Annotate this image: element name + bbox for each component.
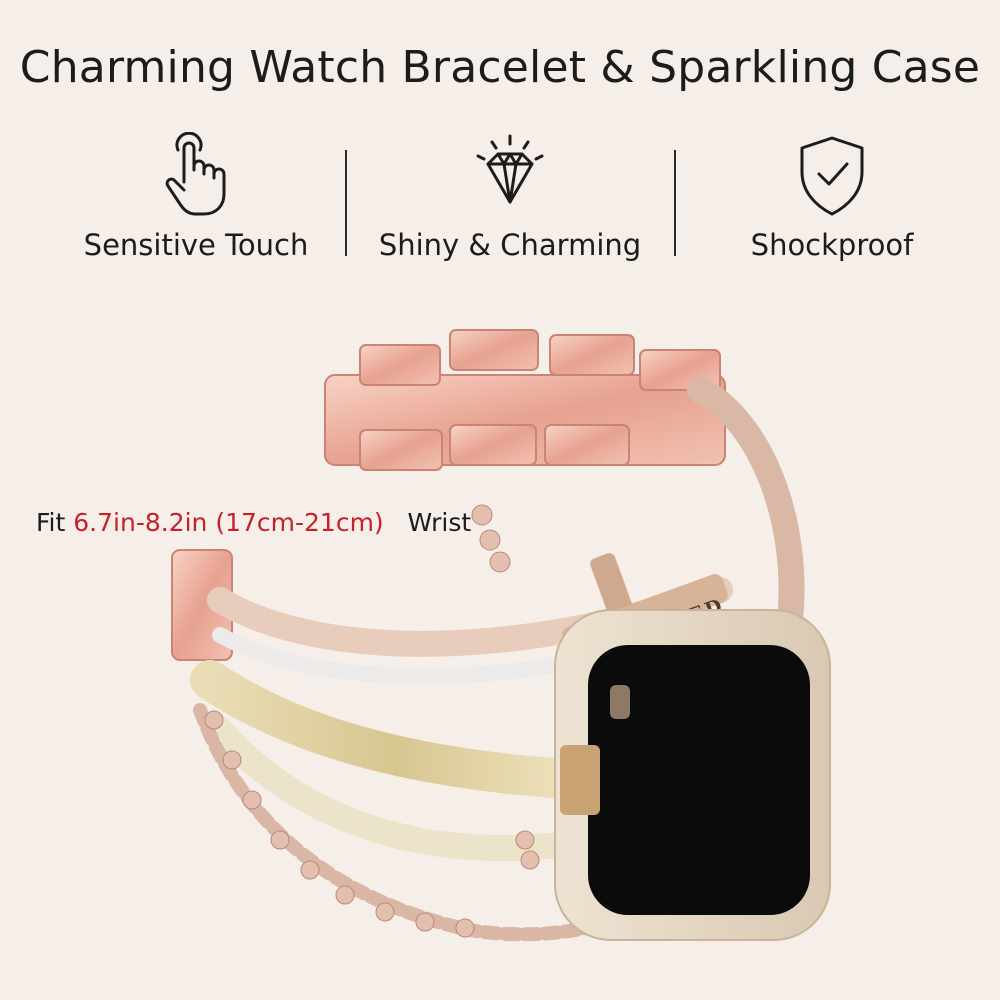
touch-finger-icon	[165, 132, 226, 216]
feature-label: Sensitive Touch	[83, 228, 309, 262]
divider	[674, 150, 676, 256]
wrist-fit-info: Fit 6.7in-8.2in (17cm-21cm) Wrist	[36, 508, 471, 537]
metal-links	[324, 329, 726, 471]
feature-label: Shockproof	[750, 228, 914, 262]
band-strands	[190, 377, 805, 942]
shield-check-icon	[800, 136, 864, 216]
diamond-icon	[476, 134, 544, 204]
product-photo: BLESSED	[171, 329, 831, 942]
feature-shockproof: Shockproof	[682, 132, 982, 272]
divider	[345, 150, 347, 256]
feature-row: Sensitive Touch Shiny & Charming Shockpr…	[0, 132, 1000, 272]
page-title: Charming Watch Bracelet & Sparkling Case	[19, 42, 981, 93]
feature-label: Shiny & Charming	[378, 228, 642, 262]
fit-prefix: Fit	[36, 508, 74, 537]
beads	[204, 504, 540, 938]
watch-case	[554, 609, 831, 941]
feature-shiny-charming: Shiny & Charming	[360, 132, 660, 272]
feature-sensitive-touch: Sensitive Touch	[46, 132, 346, 272]
fit-range: 6.7in-8.2in (17cm-21cm)	[73, 508, 384, 537]
fit-suffix: Wrist	[407, 508, 472, 537]
